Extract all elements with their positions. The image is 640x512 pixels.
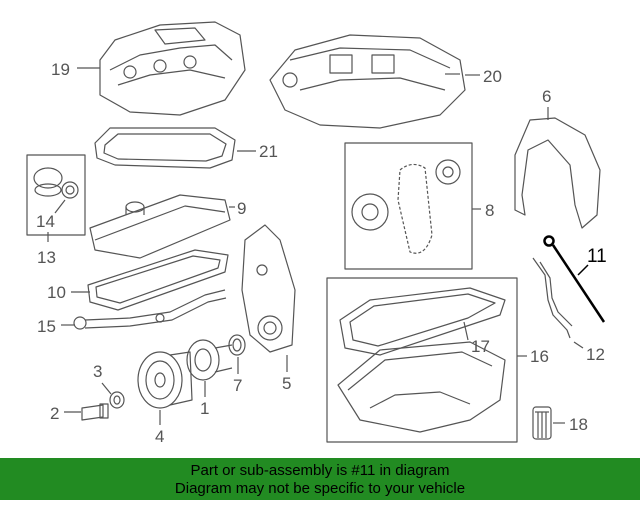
oil-cap-seal[interactable] [61,181,79,199]
harmonic-balancer[interactable] [137,351,193,409]
intake-gasket[interactable] [94,127,236,169]
callout-14: 14 [36,212,55,231]
oil-filter[interactable] [532,406,552,440]
banner-line-2: Diagram may not be specific to your vehi… [174,480,466,497]
banner-line-1: Part or sub-assembly is #11 in diagram [190,462,450,479]
callout-labels: 19 20 21 6 9 8 14 13 11 10 15 17 16 12 3… [36,60,607,446]
valve-cover[interactable] [89,194,231,259]
leader-lines [47,67,584,425]
callout-7: 7 [233,376,242,395]
front-cover-gasket[interactable] [514,117,601,229]
crankshaft-hub[interactable] [186,339,233,381]
callout-10: 10 [47,283,66,302]
callout-18: 18 [569,415,588,434]
callout-6: 6 [542,87,551,106]
balancer-bolt[interactable] [81,403,109,421]
dipstick[interactable] [543,235,606,323]
callout-12: 12 [586,345,605,364]
callout-19: 19 [51,60,70,79]
callout-9: 9 [237,199,246,218]
callout-1: 1 [200,399,209,418]
callout-4: 4 [155,427,164,446]
timing-chain-set[interactable] [351,159,461,254]
timing-set-box [344,142,473,270]
intake-manifold-lower[interactable] [269,34,466,129]
dipstick-tube[interactable] [532,257,573,339]
dipstick-leader [577,264,589,276]
callout-17: 17 [471,337,490,356]
oil-filler-cap[interactable] [33,167,63,197]
parts-diagram: 19 20 21 6 9 8 14 13 11 10 15 17 16 12 3… [26,21,607,446]
callout-2: 2 [50,404,59,423]
callout-5: 5 [282,374,291,393]
intake-manifold-upper[interactable] [99,21,246,116]
oil-cap-box [26,154,86,236]
timing-cover[interactable] [241,224,296,353]
callout-15: 15 [37,317,56,336]
oil-pan-box [326,277,518,443]
water-pipe[interactable] [73,289,227,330]
valve-cover-gasket[interactable] [87,249,229,311]
callout-20: 20 [483,67,502,86]
oil-pan-gasket[interactable] [339,287,506,356]
callout-13: 13 [37,248,56,267]
callout-11: 11 [587,246,607,267]
callout-16: 16 [530,347,549,366]
callout-21: 21 [259,142,278,161]
callout-3: 3 [93,362,102,381]
washer[interactable] [109,391,125,409]
oil-pan[interactable] [337,341,506,433]
callout-8: 8 [485,201,494,220]
vehicle-notice-banner: Part or sub-assembly is #11 in diagram D… [0,458,640,500]
